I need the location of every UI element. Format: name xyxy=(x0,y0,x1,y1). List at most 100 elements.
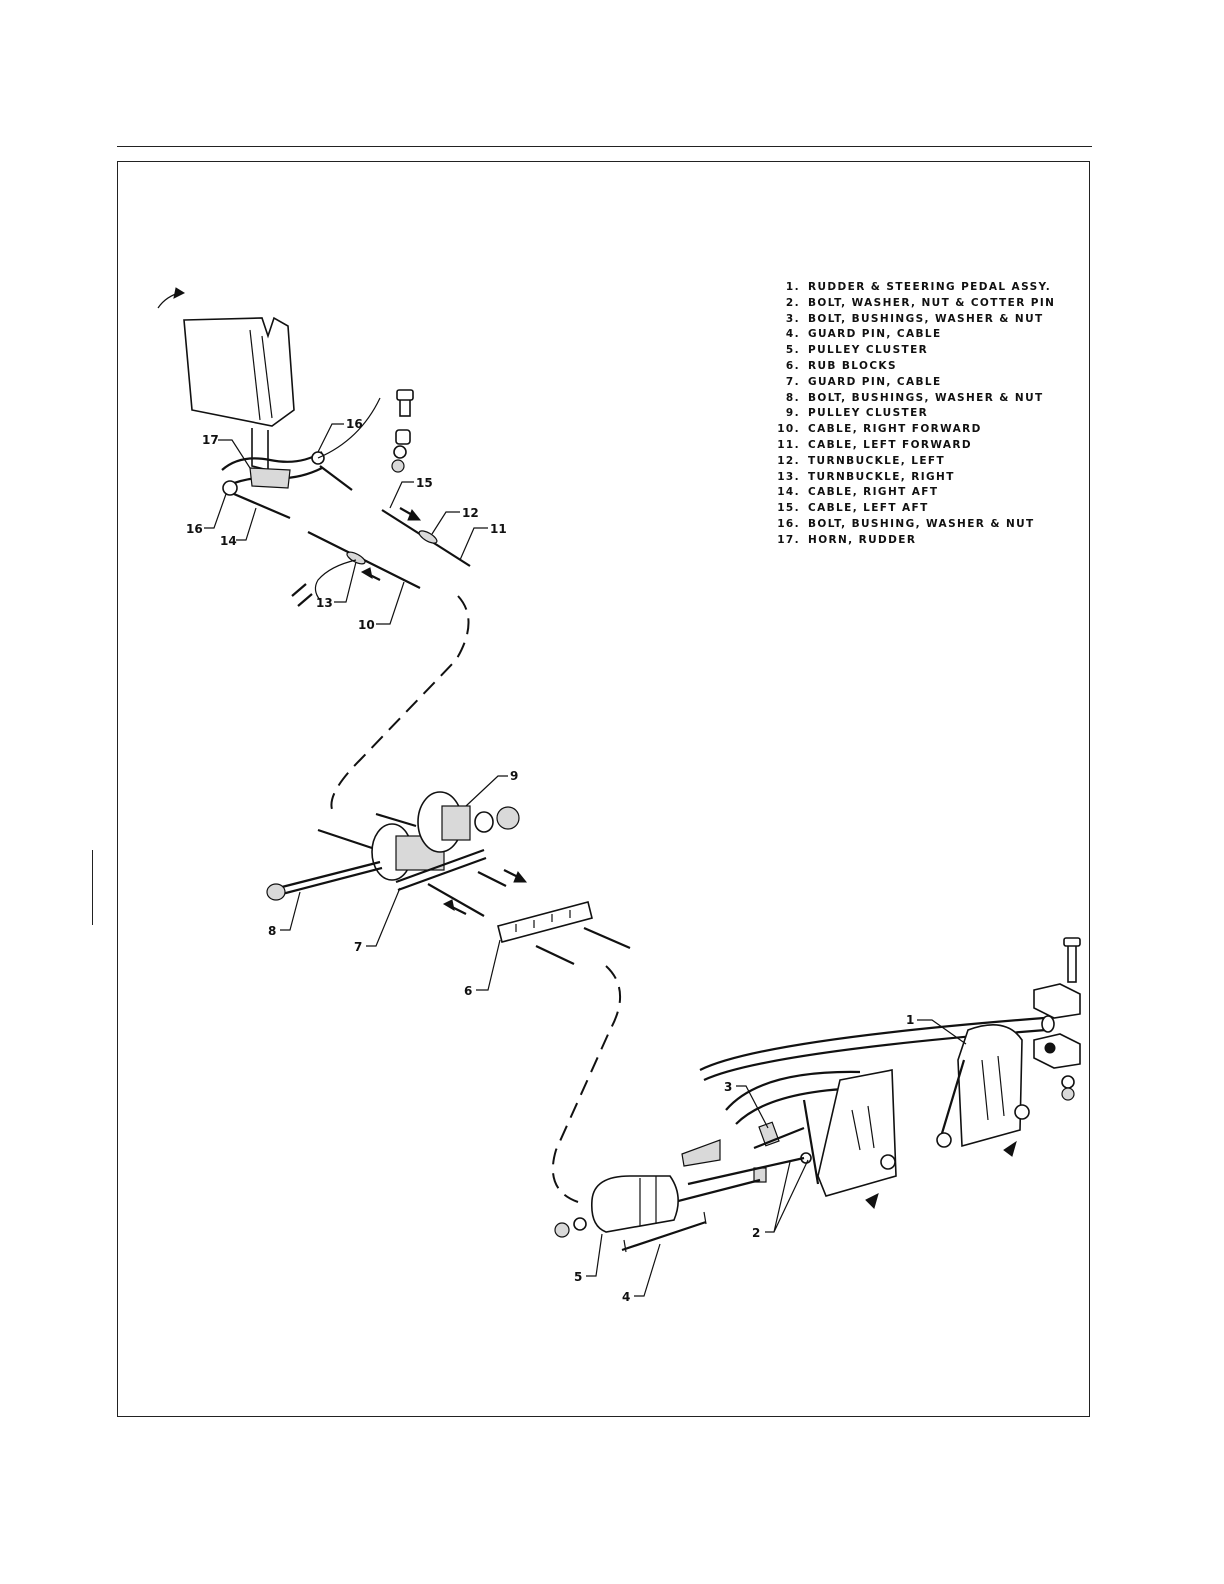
leader-5 xyxy=(586,1233,603,1277)
legend-item-number: 12. xyxy=(777,454,800,467)
legend-item: 10.CABLE, RIGHT FORWARD xyxy=(770,422,1055,438)
legend-item: 11.CABLE, LEFT FORWARD xyxy=(770,438,1055,454)
legend-item-label: TURNBUCKLE, LEFT xyxy=(808,454,946,467)
legend-item-number: 9. xyxy=(785,407,800,420)
nut-16 xyxy=(391,459,405,473)
legend-item: 2.BOLT, WASHER, NUT & COTTER PIN xyxy=(770,296,1055,312)
horn-rudder xyxy=(249,467,291,489)
leader-16b xyxy=(317,423,344,453)
callout-15: 15 xyxy=(416,476,433,490)
safety-wire xyxy=(314,559,357,601)
bolt-head-16 xyxy=(396,389,414,401)
legend-item-number: 1. xyxy=(785,281,800,293)
legend-item-number: 14. xyxy=(777,486,800,499)
rub-block-slots xyxy=(515,910,571,932)
rudder-surface xyxy=(183,316,295,427)
callout-8: 8 xyxy=(268,924,276,938)
cable-rub-out-1 xyxy=(535,945,575,965)
legend-item: 12. TURNBUCKLE, LEFT xyxy=(770,454,1055,470)
callout-11: 11 xyxy=(490,522,507,536)
pedal-right xyxy=(957,1024,1023,1148)
pedal-arrow-right xyxy=(1003,1140,1017,1157)
torque-tube xyxy=(699,1016,1045,1071)
washer-16 xyxy=(393,445,407,459)
pedal-pivot-left xyxy=(880,1154,896,1170)
horn-bushing-left xyxy=(222,480,238,496)
nut-9 xyxy=(496,806,520,830)
rub-blocks xyxy=(497,901,593,943)
rub-block-bolt-head xyxy=(1063,937,1081,947)
guard-pin-4 xyxy=(621,1220,707,1252)
leader-13 xyxy=(334,561,357,603)
legend-item-label: BOLT, BUSHING, WASHER & NUT xyxy=(808,517,1035,530)
callout-2: 2 xyxy=(752,1226,760,1240)
legend-item-number: 5. xyxy=(785,344,800,357)
legend-item-label: PULLEY CLUSTER xyxy=(808,407,929,420)
rub-block-washer xyxy=(1061,1075,1075,1089)
forward-cables xyxy=(233,492,471,607)
legend-item-label: BOLT, BUSHINGS, WASHER & NUT xyxy=(808,391,1044,404)
leader-lines xyxy=(204,423,967,1297)
legend-item-number: 11. xyxy=(777,438,800,451)
cable-right-aft xyxy=(233,492,291,520)
callout-10: 10 xyxy=(358,618,375,632)
legend-item-number: 4. xyxy=(785,328,800,341)
rub-block-lower xyxy=(1033,1033,1081,1069)
rudder-hinge-line xyxy=(249,329,261,421)
leader-12 xyxy=(431,511,460,535)
callout-12: 12 xyxy=(462,506,479,520)
pedal-right-ribs xyxy=(981,1055,1005,1121)
leader-8 xyxy=(280,891,301,931)
cable-in-upper xyxy=(317,828,373,850)
lower-pulley-group xyxy=(554,1175,707,1253)
legend-item: 9. PULLEY CLUSTER xyxy=(770,406,1055,422)
direction-arrow-b-head xyxy=(360,567,373,580)
guard-pin-7 xyxy=(395,848,485,884)
callout-6: 6 xyxy=(464,984,472,998)
leader-17 xyxy=(218,439,251,469)
callout-14: 14 xyxy=(220,534,237,548)
leader-1 xyxy=(917,1019,967,1045)
turnbuckle-left xyxy=(418,530,438,544)
cable-out-lower xyxy=(427,883,485,917)
pedal-arm-right xyxy=(938,1059,966,1141)
nut-2 xyxy=(753,1167,767,1183)
callout-13: 13 xyxy=(316,596,333,610)
pedal-left-ribs xyxy=(851,1105,875,1151)
torque-tube-end xyxy=(1041,1015,1055,1033)
pedal-shaft-left xyxy=(681,1139,721,1167)
guard-pin-4-end-a xyxy=(623,1239,627,1253)
leader-15 xyxy=(389,481,414,509)
direction-arrow-c-head xyxy=(513,871,528,883)
callout-3: 3 xyxy=(724,1080,732,1094)
legend-item: 7.GUARD PIN, CABLE xyxy=(770,375,1055,391)
cable-rub-out-2 xyxy=(583,926,631,950)
pedal-assembly xyxy=(611,937,1081,1220)
nut-5 xyxy=(554,1222,570,1238)
rub-block-hole xyxy=(1044,1042,1056,1054)
rub-block-nut xyxy=(1061,1087,1075,1101)
leader-16a xyxy=(204,493,227,529)
pulley-9-hub xyxy=(441,805,471,841)
legend-item-label: BOLT, WASHER, NUT & COTTER PIN xyxy=(808,296,1056,309)
legend-item-number: 13. xyxy=(777,470,800,483)
callout-7: 7 xyxy=(354,940,362,954)
legend-item-number: 6. xyxy=(785,359,800,372)
legend-item: 13.TURNBUCKLE, RIGHT xyxy=(770,470,1055,486)
middle-pulley-group xyxy=(266,791,631,965)
direction-arrow-a-head xyxy=(407,509,422,521)
leader-14 xyxy=(236,507,257,541)
callout-9: 9 xyxy=(510,769,518,783)
leader-11 xyxy=(459,527,488,561)
direction-arrow-d-head xyxy=(442,899,455,912)
legend-item-label: RUDDER & STEERING PEDAL ASSY. xyxy=(808,281,1052,293)
callout-16-right: 16 xyxy=(346,417,363,431)
legend-item-number: 10. xyxy=(777,423,800,436)
bolt-8-shank-2 xyxy=(281,866,383,896)
legend-item: 3.BOLT, BUSHINGS, WASHER & NUT xyxy=(770,312,1055,328)
horn-bar xyxy=(221,451,323,471)
washer-9 xyxy=(474,811,494,833)
leader-9 xyxy=(465,775,508,807)
legend-item-label: PULLEY CLUSTER xyxy=(808,344,929,357)
